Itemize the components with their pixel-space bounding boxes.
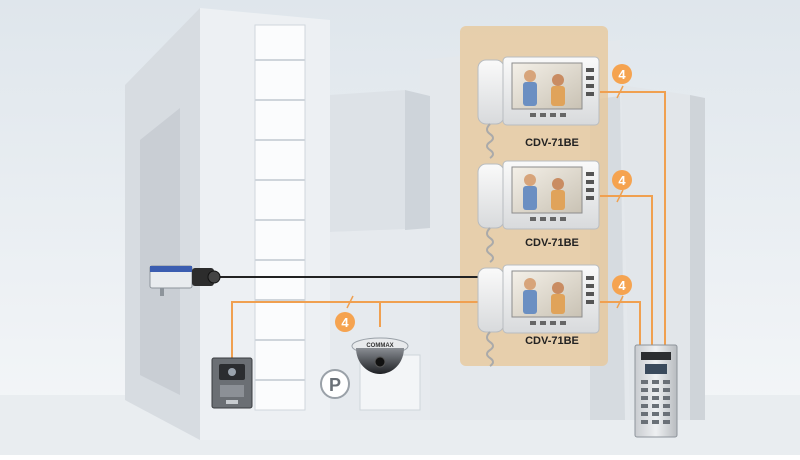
video-monitor-3: CDV-71BE	[477, 264, 600, 367]
monitor-buttons	[586, 68, 594, 96]
monitor-bottom-keys	[530, 217, 566, 221]
monitor-model-label: CDV-71BE	[525, 137, 579, 149]
handset	[477, 163, 505, 229]
video-monitor-2: CDV-71BE	[477, 160, 600, 263]
handset	[477, 59, 505, 125]
lobby-panel-buttons	[641, 380, 670, 424]
monitor-model-label: CDV-71BE	[525, 237, 579, 249]
monitor-bottom-keys	[530, 113, 566, 117]
cctv-camera	[149, 265, 221, 296]
parking-sign: P	[320, 369, 350, 399]
wire-badge-text: 4	[618, 173, 626, 188]
wire-badge-text: 4	[618, 67, 626, 82]
building-right	[620, 85, 705, 420]
monitor-model-label: CDV-71BE	[525, 335, 579, 347]
monitor-screen	[511, 62, 583, 110]
door-station-wire	[231, 301, 478, 358]
handset	[477, 267, 505, 333]
wire-badge-middle: 4	[612, 170, 632, 190]
monitor-screen	[511, 166, 583, 214]
wire-badge-top: 4	[612, 64, 632, 84]
handset-cord	[486, 123, 494, 159]
dome-camera-brand: COMMAX	[366, 343, 393, 349]
wire-badge-bottom: 4	[612, 275, 632, 295]
door-camera-station	[211, 357, 253, 409]
monitor-buttons	[586, 276, 594, 304]
top-monitor-wire	[600, 91, 666, 345]
building-main	[125, 8, 330, 440]
middle-monitor-wire	[600, 195, 653, 345]
wiring	[215, 91, 666, 358]
video-monitor-1: CDV-71BE	[477, 56, 600, 159]
monitor-bottom-keys	[530, 321, 566, 325]
wire-badge-text: 4	[341, 315, 349, 330]
wire-badge-left: 4	[335, 312, 355, 332]
handset-cord	[486, 227, 494, 263]
wire-badge-text: 4	[618, 278, 626, 293]
window-floor-lines	[255, 59, 305, 381]
wire-slash-marks	[346, 85, 624, 309]
lobby-entrance-panel	[634, 344, 678, 438]
monitor-buttons	[586, 172, 594, 200]
monitor-screen	[511, 270, 583, 318]
parking-symbol: P	[329, 375, 341, 395]
dome-camera: COMMAX	[351, 337, 409, 374]
handset-cord	[486, 331, 494, 367]
bottom-monitor-wire	[600, 301, 641, 345]
